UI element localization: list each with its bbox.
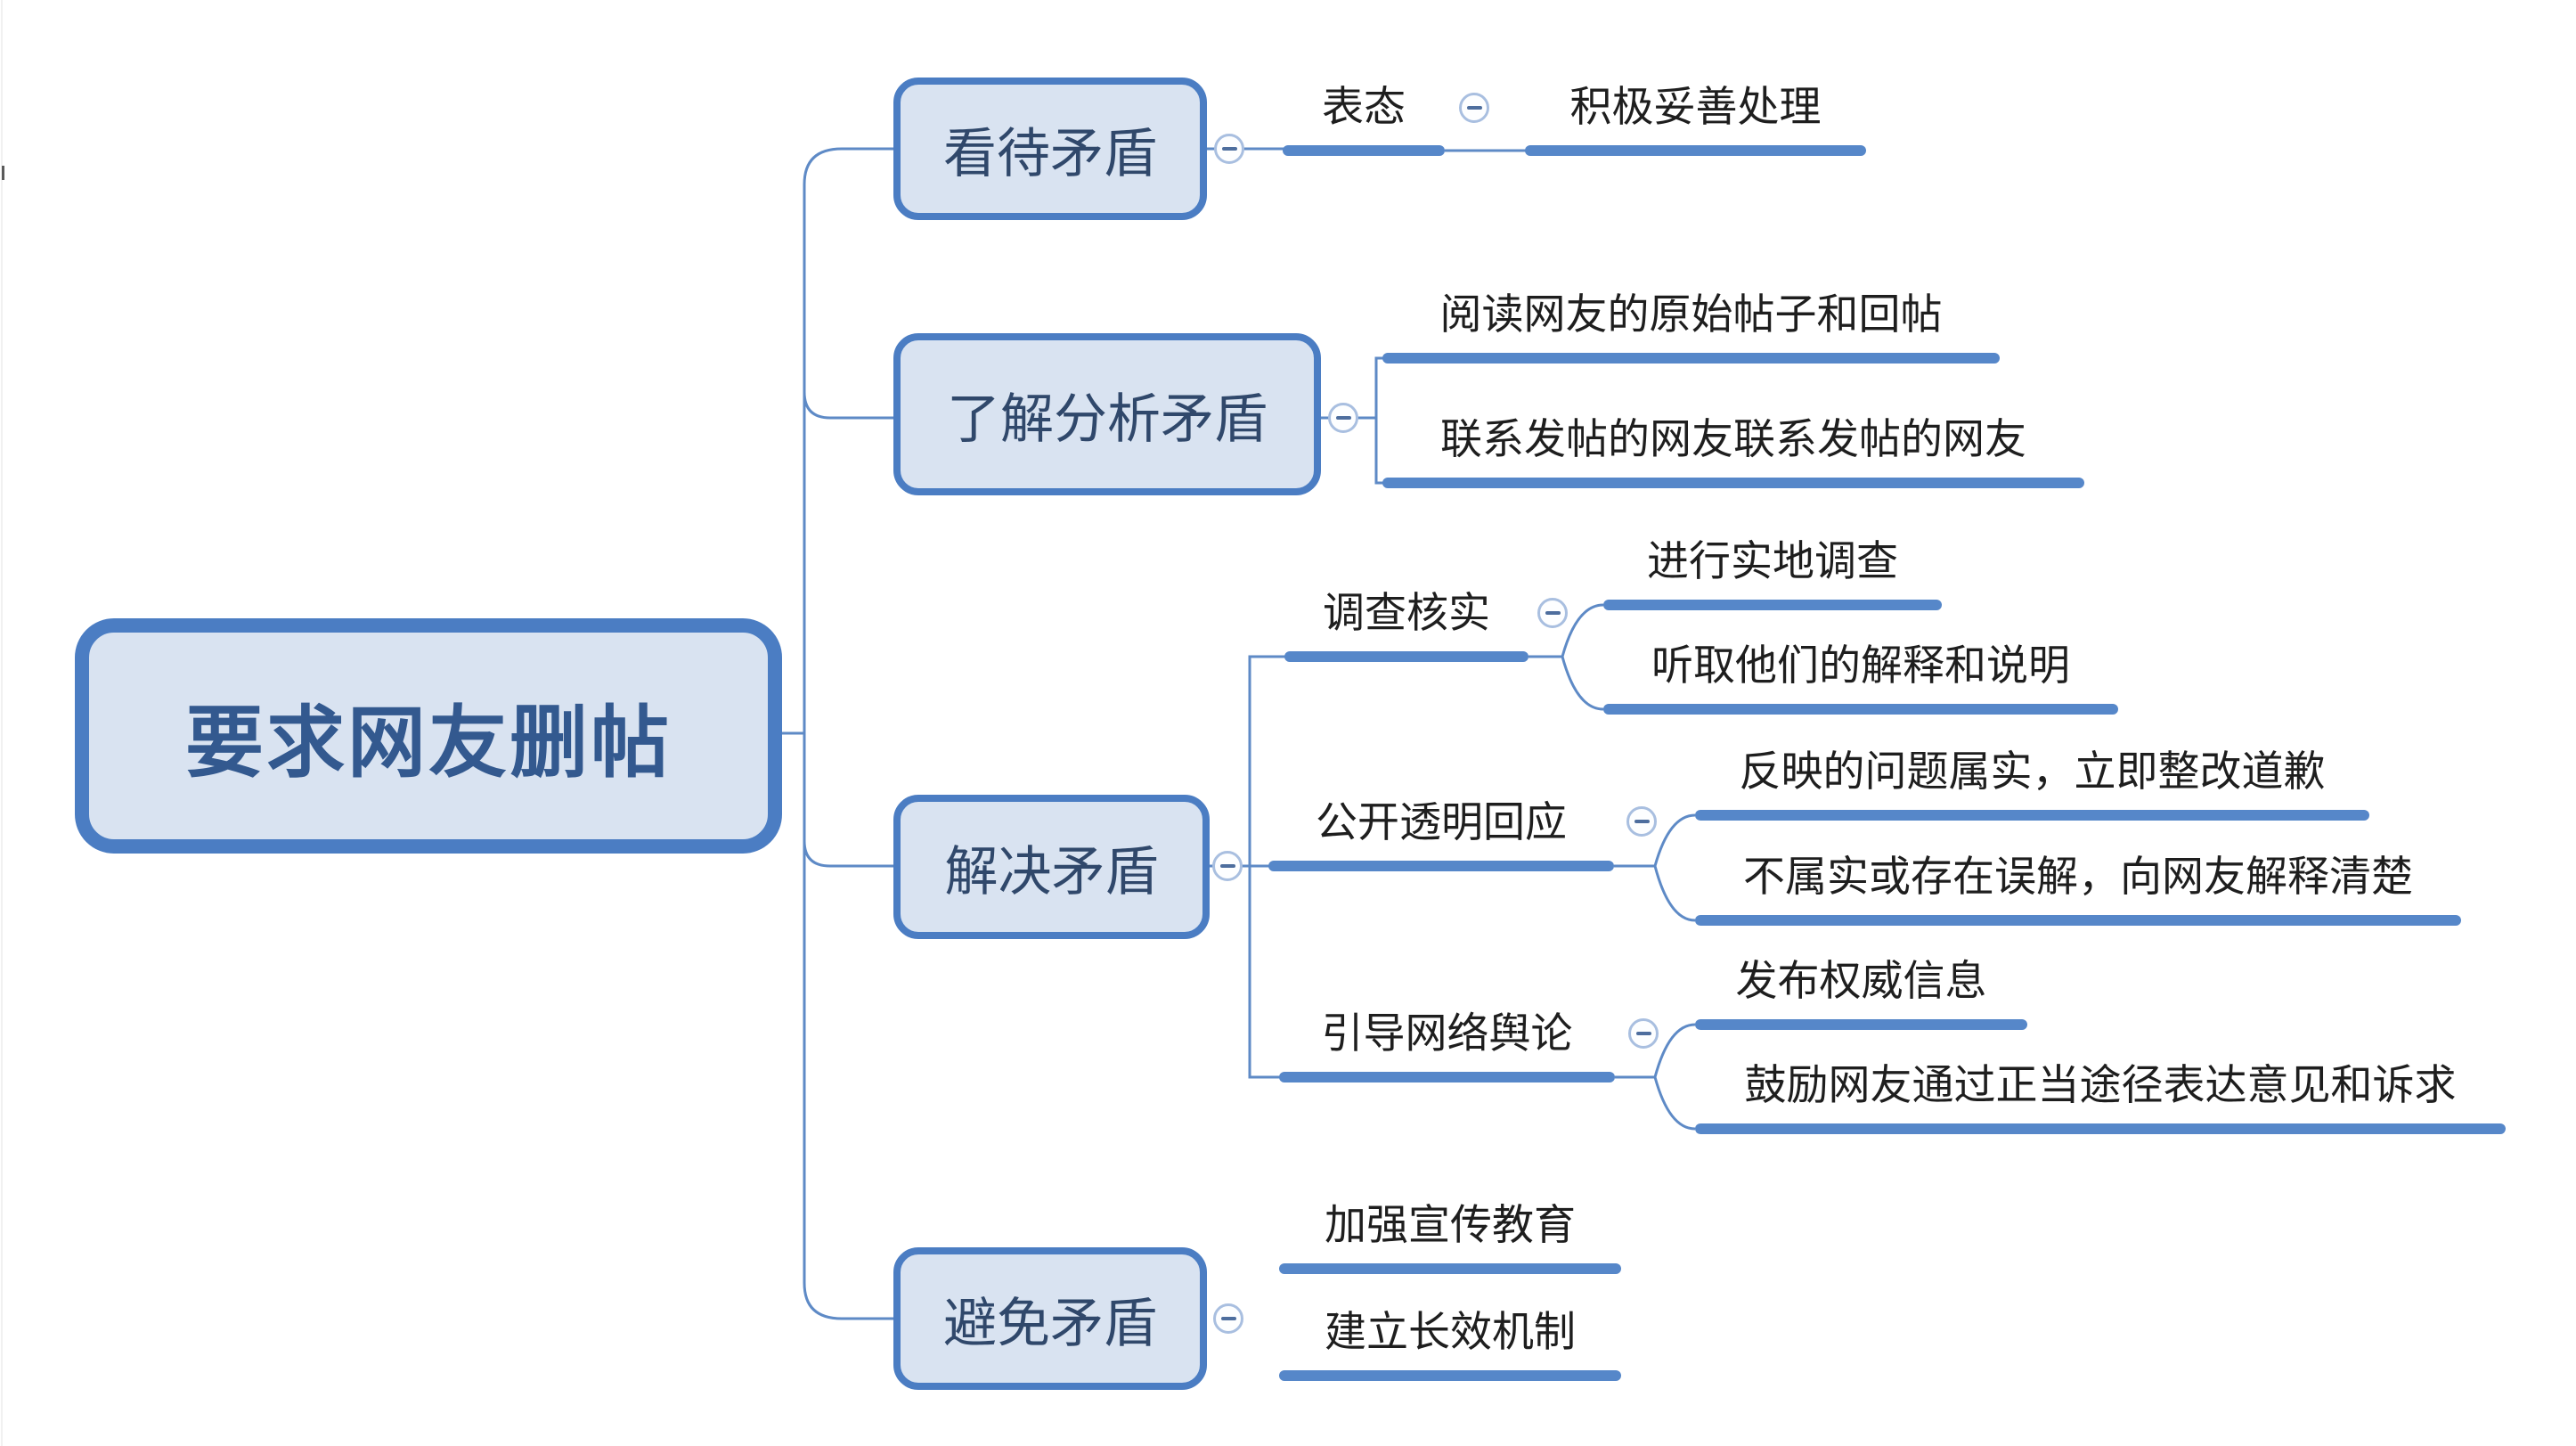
topic-underline	[1283, 145, 1445, 156]
minus-circle-icon	[1221, 147, 1237, 151]
topic-root-label: 要求网友删帖	[184, 696, 672, 788]
topic-root[interactable]: 要求网友删帖	[75, 618, 782, 854]
connector-yindao-up	[1653, 1023, 1696, 1078]
collapse-button[interactable]	[1459, 93, 1489, 123]
connector-diaocha-down	[1561, 656, 1604, 711]
topic-underline	[1382, 353, 2000, 364]
topic-read-posts[interactable]: 阅读网友的原始帖子和回帖	[1439, 290, 1943, 339]
topic-handle-properly[interactable]: 积极妥善处理	[1569, 83, 1822, 132]
topic-underline	[1695, 915, 2461, 926]
topic-underline	[1603, 704, 2118, 715]
connector-branch2-stub	[803, 391, 893, 420]
topic-strengthen-publicity-education[interactable]: 加强宣传教育	[1325, 1201, 1576, 1250]
minus-circle-icon	[1466, 106, 1482, 110]
collapse-button[interactable]	[1328, 403, 1358, 433]
connector-gongkai-up	[1653, 813, 1696, 867]
minus-circle-icon	[1634, 820, 1650, 823]
connector-branch3-stub	[803, 840, 893, 868]
topic-listen-explanations[interactable]: 听取他们的解释和说明	[1651, 641, 2070, 690]
topic-guide-online-opinion[interactable]: 引导网络舆论	[1321, 1009, 1573, 1058]
topic-understand-analyze-conflict-label: 了解分析矛盾	[947, 388, 1268, 451]
topic-underline	[1695, 810, 2369, 821]
topic-issue-untrue-explain[interactable]: 不属实或存在误解，向网友解释清楚	[1743, 853, 2413, 902]
topic-underline	[1695, 1123, 2506, 1134]
topic-underline	[1382, 478, 2084, 488]
topic-field-investigation[interactable]: 进行实地调查	[1647, 537, 1898, 586]
topic-underline	[1268, 861, 1614, 871]
left-edge-tick	[2, 166, 4, 180]
topic-encourage-proper-channels[interactable]: 鼓励网友通过正当途径表达意见和诉求	[1744, 1061, 2457, 1110]
topic-underline	[1525, 145, 1866, 156]
minus-circle-icon	[1545, 611, 1561, 615]
topic-underline	[1603, 600, 1942, 610]
minus-circle-icon	[1635, 1032, 1651, 1035]
topic-contact-poster[interactable]: 联系发帖的网友联系发帖的网友	[1440, 415, 2026, 464]
topic-resolve-conflict[interactable]: 解决矛盾	[893, 795, 1210, 939]
connector-trunk	[803, 147, 893, 1320]
topic-underline	[1284, 651, 1528, 662]
topic-publish-authoritative-info[interactable]: 发布权威信息	[1735, 957, 1987, 1006]
topic-long-term-mechanism[interactable]: 建立长效机制	[1325, 1308, 1576, 1357]
topic-investigate-verify[interactable]: 调查核实	[1323, 589, 1490, 638]
topic-understand-analyze-conflict[interactable]: 了解分析矛盾	[893, 333, 1321, 495]
topic-view-conflict-label: 看待矛盾	[943, 122, 1157, 185]
collapse-button[interactable]	[1214, 134, 1244, 164]
collapse-button[interactable]	[1212, 851, 1243, 881]
collapse-button[interactable]	[1213, 1303, 1243, 1334]
minus-circle-icon	[1335, 416, 1351, 420]
topic-issue-true-rectify-apologize[interactable]: 反映的问题属实，立即整改道歉	[1739, 748, 2326, 797]
collapse-button[interactable]	[1628, 1018, 1659, 1049]
connector-yindao-down	[1653, 1076, 1696, 1131]
topic-state-position[interactable]: 表态	[1322, 83, 1406, 132]
left-edge-line	[1, 0, 3, 1446]
collapse-button[interactable]	[1626, 806, 1657, 837]
topic-open-transparent-response[interactable]: 公开透明回应	[1316, 798, 1567, 847]
topic-avoid-conflict[interactable]: 避免矛盾	[893, 1247, 1207, 1390]
minus-circle-icon	[1219, 864, 1235, 868]
topic-avoid-conflict-label: 避免矛盾	[943, 1292, 1157, 1355]
topic-underline	[1279, 1370, 1621, 1381]
topic-resolve-conflict-label: 解决矛盾	[944, 840, 1159, 903]
topic-view-conflict[interactable]: 看待矛盾	[893, 78, 1207, 220]
connector-gongkai-down	[1653, 865, 1696, 922]
topic-underline	[1279, 1072, 1615, 1082]
topic-underline	[1695, 1019, 2027, 1030]
connector-diaocha-up	[1561, 603, 1604, 658]
topic-underline	[1279, 1263, 1621, 1274]
collapse-button[interactable]	[1537, 598, 1568, 628]
minus-circle-icon	[1220, 1317, 1236, 1320]
